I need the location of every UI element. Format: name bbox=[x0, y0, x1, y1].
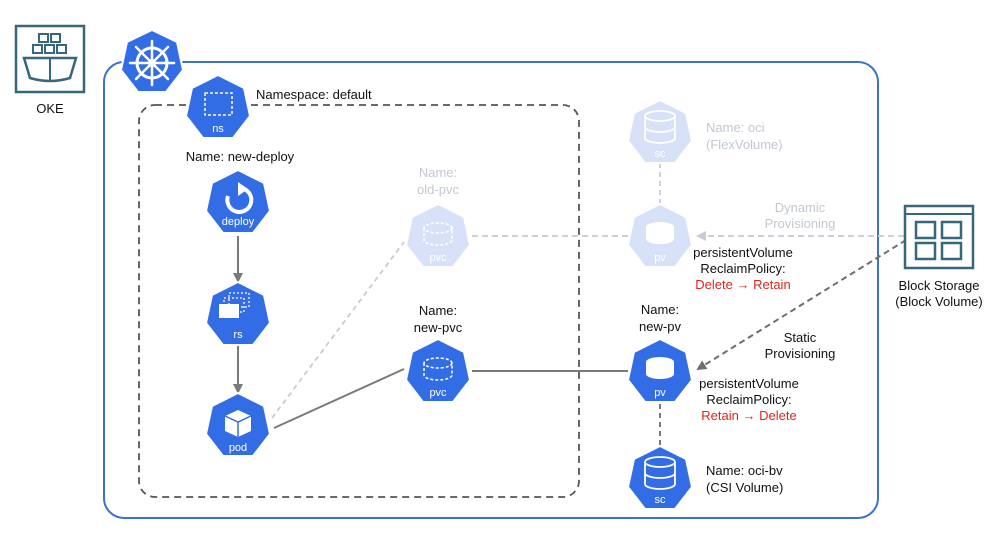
old-pv-policy-change: Delete → Retain bbox=[695, 277, 790, 292]
old-pvc-label-line1: Name: bbox=[419, 165, 457, 180]
pod-to-old-pvc-line bbox=[271, 241, 405, 419]
namespace-icon: ns bbox=[184, 73, 252, 139]
oke-icon bbox=[14, 24, 86, 94]
pod-icon-text: pod bbox=[229, 442, 247, 454]
old-pv-icon: pv bbox=[626, 202, 694, 268]
old-pvc-icon: pvc bbox=[404, 202, 472, 268]
pod-to-new-pvc-line bbox=[273, 368, 405, 429]
new-pv-icon: pv bbox=[626, 337, 694, 403]
new-pvc-label-line2: new-pvc bbox=[414, 320, 463, 335]
old-sc-icon: sc bbox=[626, 98, 694, 164]
old-pvc-label-line2: old-pvc bbox=[417, 182, 459, 197]
deployment-label: Name: new-deploy bbox=[186, 149, 295, 164]
new-pv-label-line1: Name: bbox=[641, 302, 679, 317]
deployment-icon: deploy bbox=[204, 168, 272, 234]
new-sc-label-line2: (CSI Volume) bbox=[706, 480, 783, 495]
block-storage-icon bbox=[903, 204, 975, 270]
namespace-label: Namespace: default bbox=[256, 87, 372, 102]
old-pv-policy-line2: ReclaimPolicy: bbox=[700, 261, 785, 276]
deploy-icon-text: deploy bbox=[222, 216, 255, 228]
old-pv-icon-text: pv bbox=[654, 252, 666, 264]
new-sc-icon: sc bbox=[626, 444, 694, 510]
static-provisioning-label-line1: Static bbox=[784, 330, 817, 345]
new-pv-policy-line2: ReclaimPolicy: bbox=[706, 392, 791, 407]
dynamic-provisioning-label-line1: Dynamic bbox=[775, 200, 826, 215]
kubernetes-helm-icon bbox=[119, 28, 185, 93]
new-pvc-icon: pvc bbox=[404, 337, 472, 403]
old-pv-policy-line1: persistentVolume bbox=[693, 245, 793, 260]
pod-icon: pod bbox=[204, 391, 272, 457]
replicaset-icon: rs bbox=[204, 280, 272, 346]
dynamic-provisioning-label-line2: Provisioning bbox=[765, 216, 836, 231]
new-sc-label-line1: Name: oci-bv bbox=[706, 463, 783, 478]
new-pv-icon-text: pv bbox=[654, 387, 666, 399]
new-sc-icon-text: sc bbox=[655, 494, 667, 506]
static-provisioning-arrow bbox=[696, 239, 907, 371]
cluster-frame bbox=[103, 61, 879, 519]
static-provisioning-label-line2: Provisioning bbox=[765, 346, 836, 361]
new-pvc-icon-text: pvc bbox=[429, 387, 447, 399]
rs-icon-text: rs bbox=[233, 329, 243, 341]
new-pv-label-line2: new-pv bbox=[639, 319, 681, 334]
new-pv-policy-line1: persistentVolume bbox=[699, 376, 799, 391]
oke-label: OKE bbox=[36, 101, 64, 116]
old-sc-icon-text: sc bbox=[655, 148, 667, 160]
new-pvc-label-line1: Name: bbox=[419, 303, 457, 318]
block-storage-label-line2: (Block Volume) bbox=[895, 294, 982, 309]
old-pvc-icon-text: pvc bbox=[429, 252, 447, 264]
namespace-box bbox=[138, 104, 580, 498]
new-pv-policy-change: Retain → Delete bbox=[701, 408, 796, 423]
block-storage-label-line1: Block Storage bbox=[899, 278, 980, 293]
old-sc-label-line1: Name: oci bbox=[706, 120, 765, 135]
ns-icon-text: ns bbox=[212, 123, 224, 135]
old-sc-label-line2: (FlexVolume) bbox=[706, 137, 783, 152]
